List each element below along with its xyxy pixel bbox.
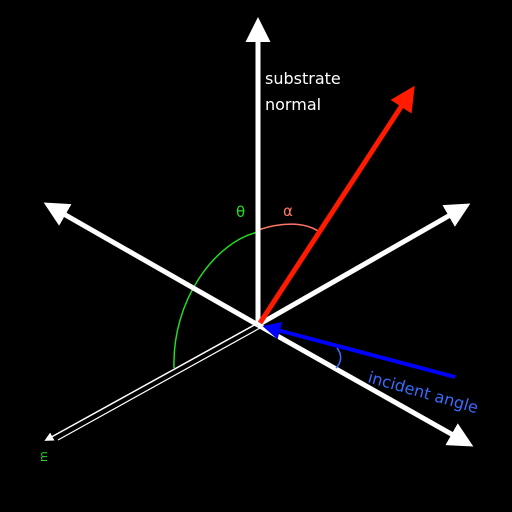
theta-arc xyxy=(173,231,259,369)
incident-angle-label: incident angle xyxy=(366,368,481,418)
m-label: m xyxy=(37,451,50,462)
substrate-normal-label-line2: normal xyxy=(265,95,321,114)
axis-lower-left-shadow xyxy=(57,327,261,441)
red-vector xyxy=(257,85,415,325)
incident-angle-arc xyxy=(335,347,342,369)
alpha-arc xyxy=(257,223,319,232)
theta-label: θ xyxy=(236,203,245,221)
axis-lower-right xyxy=(256,322,474,447)
axis-lower-left xyxy=(44,322,259,441)
axis-upper-right xyxy=(256,203,471,328)
incident-vector xyxy=(262,321,456,379)
axis-upper-left xyxy=(43,202,260,328)
alpha-label: α xyxy=(283,202,293,220)
substrate-normal-label-line1: substrate xyxy=(265,69,341,88)
